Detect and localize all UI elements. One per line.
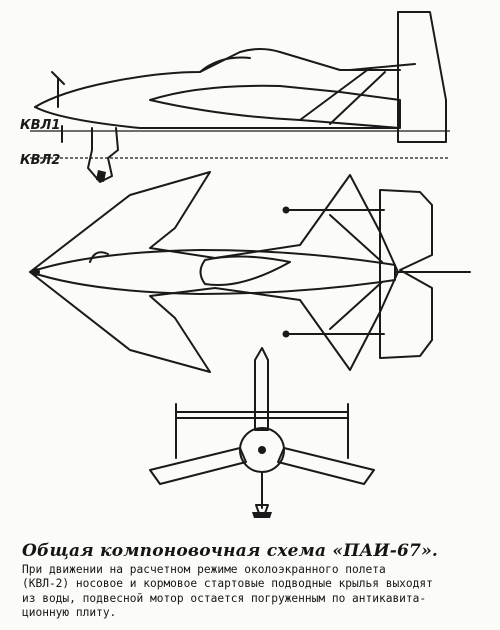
plan-inner-strut-lower (329, 281, 383, 330)
side-stabilizer (349, 63, 416, 71)
side-tail-strut-2 (329, 71, 386, 125)
side-view: КВЛ1 КВЛ2 (20, 11, 450, 183)
plan-strut-upper-ball (282, 206, 290, 214)
side-canopy (199, 56, 251, 73)
front-propeller (252, 512, 272, 518)
plan-nose-bracket (89, 251, 109, 263)
caption-line: из воды, подвесной мотор остается погруж… (22, 591, 427, 605)
side-motor-propeller (96, 170, 106, 182)
plan-nose-tip (32, 268, 40, 276)
side-hull-lower (34, 106, 399, 129)
front-stabilizer (175, 411, 349, 419)
plan-view (29, 171, 471, 373)
front-wing-right (277, 447, 375, 485)
caption-line: ционную плиту. (22, 606, 117, 620)
front-wing-left (149, 447, 247, 485)
plan-tail-plane (379, 189, 433, 359)
plan-strut-lower-ball (282, 330, 290, 338)
side-tail-fin (397, 11, 447, 143)
side-front-mast-top (51, 71, 65, 85)
schematic-drawing: КВЛ1 КВЛ2 (20, 11, 471, 518)
side-hull-upper (34, 48, 401, 108)
caption-line: (КВЛ-2) носовое и кормовое стартовые под… (22, 577, 433, 591)
plan-inner-strut-upper (329, 214, 383, 263)
waterline-1-label: КВЛ1 (20, 118, 60, 133)
side-tail-strut-1 (299, 67, 371, 121)
side-outboard-motor (87, 127, 119, 183)
figure-caption-title: Общая компоновочная схема «ПАИ-67». (22, 541, 439, 561)
plan-canopy (199, 255, 291, 287)
front-view (149, 347, 375, 518)
front-hull-center (258, 446, 266, 454)
plan-delta-wing (29, 171, 399, 373)
side-wing (149, 84, 401, 129)
figure-caption-body: При движении на расчетном режиме околоэк… (22, 563, 484, 621)
caption-line: При движении на расчетном режиме околоэк… (22, 563, 386, 576)
waterline-2-label: КВЛ2 (20, 153, 60, 168)
